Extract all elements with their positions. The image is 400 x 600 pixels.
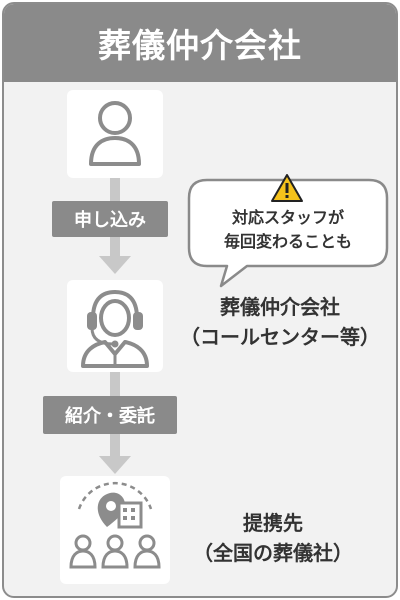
partner-label-line-2: （全国の葬儀社） — [193, 541, 353, 565]
partner-funeral-homes-icon — [69, 481, 161, 569]
customer-box — [67, 90, 163, 178]
person-icon — [89, 101, 141, 166]
callout-text: 対応スタッフが 毎回変わることも — [194, 206, 382, 254]
arrow-head-2 — [99, 456, 131, 474]
arrow-label-apply: 申し込み — [52, 201, 168, 237]
broker-label: 葬儀仲介会社 （コールセンター等） — [170, 292, 390, 352]
broker-label-line-1: 葬儀仲介会社 — [220, 295, 340, 319]
partner-label: 提携先 （全国の葬儀社） — [178, 508, 368, 568]
partner-label-line-1: 提携先 — [243, 511, 303, 535]
diagram-title: 葬儀仲介会社 — [4, 4, 396, 82]
arrow-label-referral: 紹介・委託 — [43, 396, 177, 434]
headset-operator-icon — [81, 289, 149, 368]
arrow-head-1 — [99, 256, 131, 274]
warning-icon — [271, 174, 303, 202]
broker-box — [67, 280, 163, 372]
callout-line-1: 対応スタッフが — [231, 208, 344, 227]
partner-box — [60, 476, 170, 584]
broker-label-line-2: （コールセンター等） — [180, 325, 380, 349]
callout-bubble — [187, 178, 389, 288]
callout-line-2: 毎回変わることも — [223, 232, 352, 251]
